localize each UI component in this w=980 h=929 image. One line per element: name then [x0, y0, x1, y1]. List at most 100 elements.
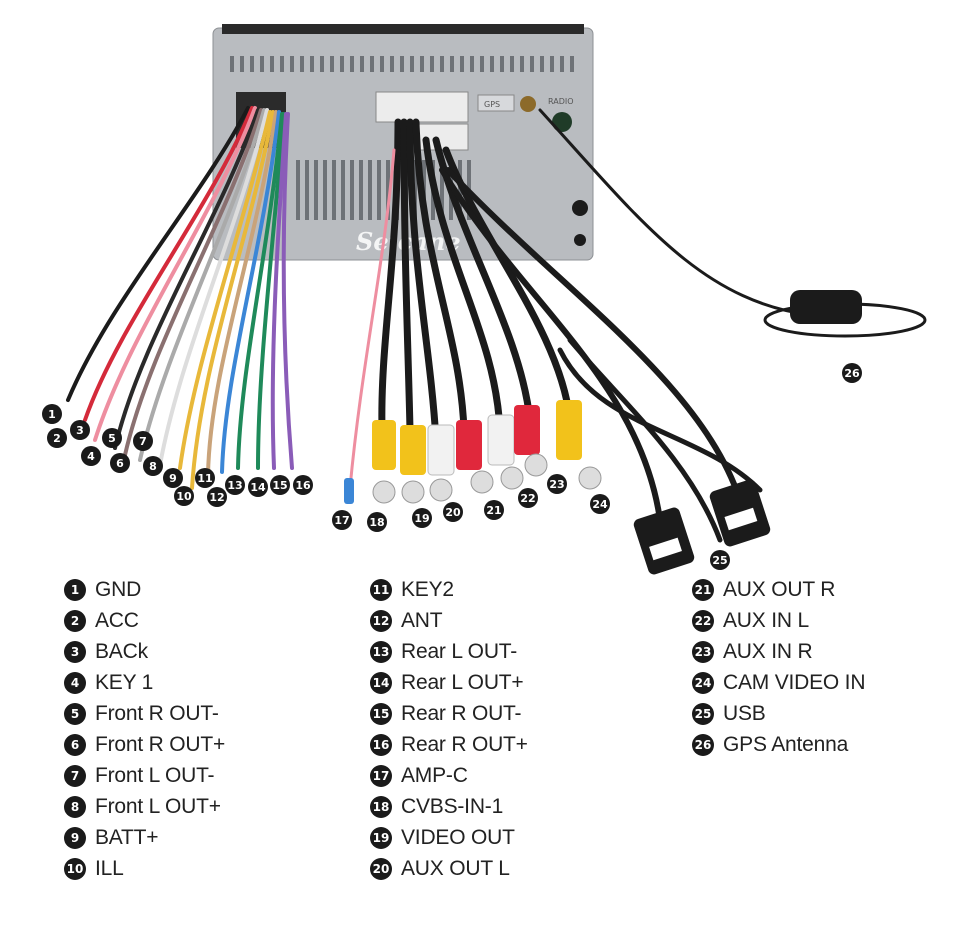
- callout-25: 25: [710, 550, 730, 570]
- callout-number: 16: [295, 479, 311, 492]
- legend-item: 26 GPS Antenna: [692, 729, 865, 760]
- gps-port-label: GPS: [484, 100, 500, 109]
- legend-label: Front L OUT-: [95, 763, 215, 787]
- callout-number: 8: [149, 460, 157, 473]
- callout-number: 13: [227, 479, 242, 492]
- callout-number: 24: [592, 498, 608, 511]
- rca-plugs: [344, 400, 602, 504]
- gps-port: [520, 96, 536, 112]
- rca-plug-cam-video-in: [556, 400, 602, 490]
- legend-label: BACk: [95, 639, 148, 663]
- callout-number: 7: [139, 435, 147, 448]
- legend-number-badge: 22: [692, 609, 714, 632]
- legend-label: Front R OUT+: [95, 732, 226, 756]
- callout-number: 9: [169, 472, 177, 485]
- gps-antenna: [763, 290, 927, 338]
- callout-number: 25: [712, 554, 727, 567]
- callout-number: 22: [520, 492, 535, 505]
- legend-number-badge: 26: [692, 733, 714, 756]
- callout-4: 4: [81, 446, 101, 466]
- callout-14: 14: [248, 477, 268, 497]
- legend-label: VIDEO OUT: [401, 825, 515, 849]
- callout-2: 2: [47, 428, 67, 448]
- rca-plug-aux-in-r: [514, 405, 548, 477]
- callout-21: 21: [484, 500, 504, 520]
- rca-plug-aux-in-l: [487, 414, 524, 490]
- legend-label: KEY2: [401, 577, 454, 601]
- legend-number-badge: 6: [64, 733, 86, 756]
- legend-label: CVBS-IN-1: [401, 794, 504, 818]
- callout-24: 24: [590, 494, 610, 514]
- rca-plug-aux-out-l: [427, 424, 455, 502]
- callout-12: 12: [207, 487, 227, 507]
- rca-harness-connector: [375, 91, 469, 123]
- legend-number-badge: 13: [370, 640, 392, 663]
- legend-number-badge: 23: [692, 640, 714, 663]
- callout-9: 9: [163, 468, 183, 488]
- callout-3: 3: [70, 420, 90, 440]
- callout-26: 26: [842, 363, 862, 383]
- usb-connectors: [633, 479, 771, 575]
- legend-label: AUX IN L: [723, 608, 809, 632]
- legend-number-badge: 20: [370, 857, 392, 880]
- radio-antenna-port: [552, 112, 572, 132]
- callout-number: 19: [414, 512, 429, 525]
- callout-18: 18: [367, 512, 387, 532]
- callout-number: 23: [549, 478, 564, 491]
- callout-number: 6: [116, 457, 124, 470]
- rca-harness-wires: [348, 108, 812, 543]
- legend-label: BATT+: [95, 825, 159, 849]
- legend-number-badge: 12: [370, 609, 392, 632]
- legend-number-badge: 1: [64, 578, 86, 601]
- callout-5: 5: [102, 428, 122, 448]
- legend-number-badge: 24: [692, 671, 714, 694]
- callout-number: 2: [53, 432, 61, 445]
- main-harness-wires: [66, 106, 294, 490]
- callout-19: 19: [412, 508, 432, 528]
- legend-number-badge: 25: [692, 702, 714, 725]
- legend-label: AUX OUT R: [723, 577, 836, 601]
- legend-number-badge: 7: [64, 764, 86, 787]
- callout-number: 11: [197, 472, 212, 485]
- legend-label: AUX IN R: [723, 639, 813, 663]
- rca-plug-video-out: [400, 425, 426, 504]
- callout-1: 1: [42, 404, 62, 424]
- legend-label: USB: [723, 701, 766, 725]
- legend-number-badge: 17: [370, 764, 392, 787]
- legend-number-badge: 19: [370, 826, 392, 849]
- radio-port-label: RADIO: [548, 97, 574, 106]
- legend-label: ACC: [95, 608, 139, 632]
- callout-number: 4: [87, 450, 95, 463]
- callout-7: 7: [133, 431, 153, 451]
- callout-15: 15: [270, 475, 290, 495]
- legend-label: Front L OUT+: [95, 794, 221, 818]
- callout-number: 3: [76, 424, 84, 437]
- callout-number: 1: [48, 408, 56, 421]
- legend-number-badge: 15: [370, 702, 392, 725]
- callout-22: 22: [518, 488, 538, 508]
- callout-number: 21: [486, 504, 501, 517]
- legend-item: 19 VIDEO OUT: [370, 822, 528, 853]
- legend-label: Front R OUT-: [95, 701, 219, 725]
- callout-17: 17: [332, 510, 352, 530]
- callout-number: 15: [272, 479, 287, 492]
- legend-number-badge: 10: [64, 857, 86, 880]
- legend-label: Rear L OUT+: [401, 670, 524, 694]
- callout-number: 12: [209, 491, 224, 504]
- callout-23: 23: [547, 474, 567, 494]
- rca-plug-aux-out-r: [456, 420, 494, 494]
- legend-label: GPS Antenna: [723, 732, 849, 756]
- legend-item: 22 AUX IN L: [692, 605, 865, 636]
